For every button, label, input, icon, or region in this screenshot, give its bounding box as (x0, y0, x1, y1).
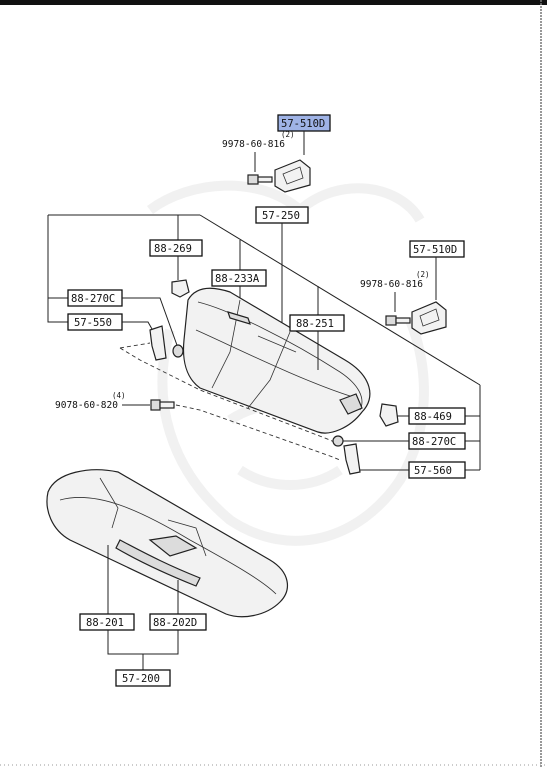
callout-label-88-270c-left: 88-270C (71, 293, 115, 305)
callout-box-88-251[interactable] (289, 314, 345, 332)
hinge-bracket-icon-left (149, 325, 167, 361)
callout-box-88-201[interactable] (79, 613, 135, 631)
grommet-icon-right (332, 435, 344, 447)
grommet-icon-left (172, 344, 184, 358)
callout-label-57-200: 57-200 (122, 673, 160, 685)
callout-label-57-560: 57-560 (414, 465, 452, 477)
callout-qty-9978-top: (2) (281, 130, 295, 139)
callout-label-57-250: 57-250 (262, 210, 300, 222)
callout-box-88-269[interactable] (149, 239, 203, 257)
callout-label-88-469: 88-469 (414, 411, 452, 423)
bolt-icon-top (247, 174, 273, 185)
callout-label-57-510d-right: 57-510D (413, 244, 457, 256)
clip-icon-88-269 (171, 279, 190, 298)
callout-label-9978-top: 9978-60-816 (222, 139, 285, 150)
callout-label-88-251: 88-251 (296, 318, 334, 330)
top-border-bar (0, 0, 547, 5)
hinge-bracket-icon-right (343, 443, 361, 475)
callout-label-57-510d-top: 57-510D (281, 118, 325, 130)
seat-back-cushion (182, 287, 371, 434)
callout-box-57-200[interactable] (115, 669, 171, 687)
latch-icon-88-469 (379, 403, 399, 427)
seat-cushion (46, 469, 288, 618)
bracket-icon-top (274, 159, 311, 193)
callout-label-88-201: 88-201 (86, 617, 124, 629)
callout-box-57-510d-right[interactable] (409, 240, 465, 258)
bolt-icon-9078 (150, 399, 175, 411)
callout-label-88-270c-right: 88-270C (412, 436, 456, 448)
callout-box-88-233a[interactable] (211, 269, 267, 287)
callout-qty-9078: (4) (112, 391, 126, 400)
callout-label-88-202d: 88-202D (153, 617, 197, 629)
callout-label-57-550: 57-550 (74, 317, 112, 329)
callout-label-88-233a: 88-233A (215, 273, 260, 285)
callout-label-9978-right: 9978-60-816 (360, 279, 423, 290)
callout-label-9078: 9078-60-820 (55, 400, 118, 411)
callout-label-88-269: 88-269 (154, 243, 192, 255)
bracket-icon-right (411, 301, 447, 335)
callout-qty-9978-right: (2) (416, 270, 430, 279)
bolt-icon-right (385, 315, 411, 326)
